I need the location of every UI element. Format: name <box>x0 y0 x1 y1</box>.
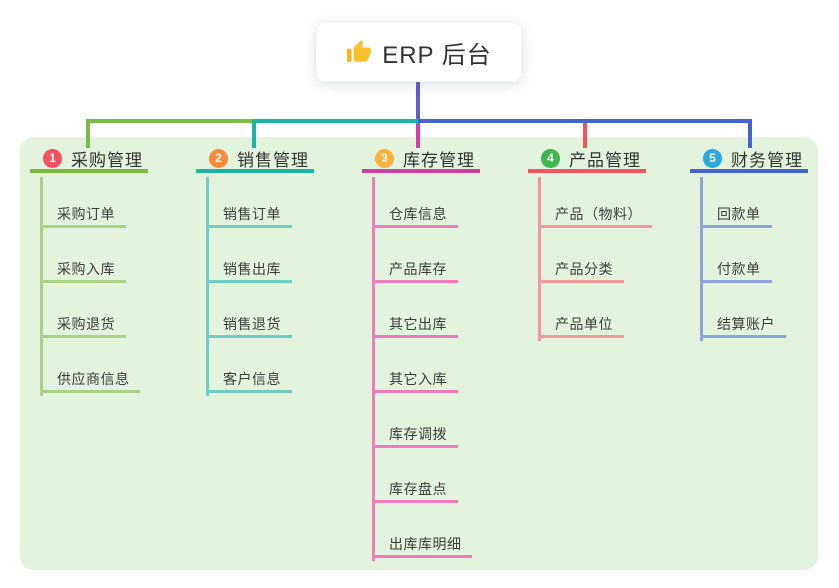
child-node-label: 库存调拨 <box>389 425 447 442</box>
branch-number-badge: 3 <box>375 148 394 168</box>
drop-line-sales <box>252 119 256 148</box>
child-node[interactable]: 采购订单 <box>40 202 126 228</box>
child-node[interactable]: 采购入库 <box>40 257 126 283</box>
branches-background-panel <box>20 137 818 570</box>
child-node[interactable]: 出库库明细 <box>372 532 472 558</box>
branch-title-label: 销售管理 <box>237 150 309 170</box>
child-node-label: 供应商信息 <box>57 370 130 387</box>
child-node-label: 出库库明细 <box>389 535 462 552</box>
branch-trunk-line <box>40 177 43 396</box>
branch-title-label: 采购管理 <box>71 150 143 170</box>
drop-line-purchase <box>86 119 90 148</box>
child-node[interactable]: 回款单 <box>700 202 772 228</box>
child-node-label: 采购入库 <box>57 260 115 277</box>
child-node-label: 其它出库 <box>389 315 447 332</box>
child-node-label: 产品库存 <box>389 260 447 277</box>
branch-node-5[interactable]: 5 财务管理 <box>690 147 808 173</box>
child-node[interactable]: 产品（物料） <box>538 202 652 228</box>
bus-line-finance <box>418 119 752 123</box>
branch-node-1[interactable]: 1 采购管理 <box>30 147 148 173</box>
branch-title-label: 财务管理 <box>731 150 803 170</box>
branch-trunk-line <box>538 177 541 341</box>
child-node-label: 付款单 <box>717 260 761 277</box>
child-node[interactable]: 产品分类 <box>538 257 624 283</box>
drop-line-inventory <box>416 123 420 148</box>
child-node[interactable]: 销售订单 <box>206 202 292 228</box>
child-node-label: 结算账户 <box>717 315 775 332</box>
child-node-label: 回款单 <box>717 205 761 222</box>
child-node[interactable]: 产品库存 <box>372 257 458 283</box>
branch-title-label: 库存管理 <box>403 150 475 170</box>
drop-line-product <box>583 123 587 148</box>
child-node[interactable]: 采购退货 <box>40 312 126 338</box>
root-connector-line <box>416 82 420 121</box>
child-node-label: 仓库信息 <box>389 205 447 222</box>
child-node[interactable]: 供应商信息 <box>40 367 140 393</box>
child-node[interactable]: 结算账户 <box>700 312 786 338</box>
child-node-label: 销售退货 <box>223 315 281 332</box>
branch-trunk-line <box>372 177 375 561</box>
child-node[interactable]: 其它出库 <box>372 312 458 338</box>
branch-number-badge: 1 <box>43 148 62 168</box>
root-node-title: ERP 后台 <box>382 41 492 69</box>
child-node-label: 库存盘点 <box>389 480 447 497</box>
child-node-label: 产品单位 <box>555 315 613 332</box>
branch-trunk-line <box>700 177 703 341</box>
child-node-label: 销售出库 <box>223 260 281 277</box>
child-node[interactable]: 其它入库 <box>372 367 458 393</box>
child-node[interactable]: 客户信息 <box>206 367 292 393</box>
child-node[interactable]: 销售退货 <box>206 312 292 338</box>
child-node-label: 产品（物料） <box>555 205 642 222</box>
child-node[interactable]: 付款单 <box>700 257 772 283</box>
branch-node-4[interactable]: 4 产品管理 <box>528 147 646 173</box>
child-node-label: 客户信息 <box>223 370 281 387</box>
child-node[interactable]: 仓库信息 <box>372 202 458 228</box>
branch-title-label: 产品管理 <box>569 150 641 170</box>
bus-line-purchase <box>86 119 254 123</box>
bus-line-sales <box>252 119 418 123</box>
branch-number-badge: 5 <box>703 148 722 168</box>
branch-trunk-line <box>206 177 209 396</box>
thumbs-up-icon <box>346 39 372 65</box>
child-node-label: 采购退货 <box>57 315 115 332</box>
branch-number-badge: 4 <box>541 148 560 168</box>
child-node-label: 其它入库 <box>389 370 447 387</box>
branch-node-2[interactable]: 2 销售管理 <box>196 147 314 173</box>
branch-node-3[interactable]: 3 库存管理 <box>362 147 480 173</box>
child-node[interactable]: 库存盘点 <box>372 477 458 503</box>
child-node-label: 产品分类 <box>555 260 613 277</box>
child-node-label: 采购订单 <box>57 205 115 222</box>
drop-line-finance <box>748 119 752 148</box>
child-node-label: 销售订单 <box>223 205 281 222</box>
root-node-erp-backend[interactable]: ERP 后台 <box>316 22 522 82</box>
child-node[interactable]: 产品单位 <box>538 312 624 338</box>
branch-number-badge: 2 <box>209 148 228 168</box>
child-node[interactable]: 库存调拨 <box>372 422 458 448</box>
child-node[interactable]: 销售出库 <box>206 257 292 283</box>
